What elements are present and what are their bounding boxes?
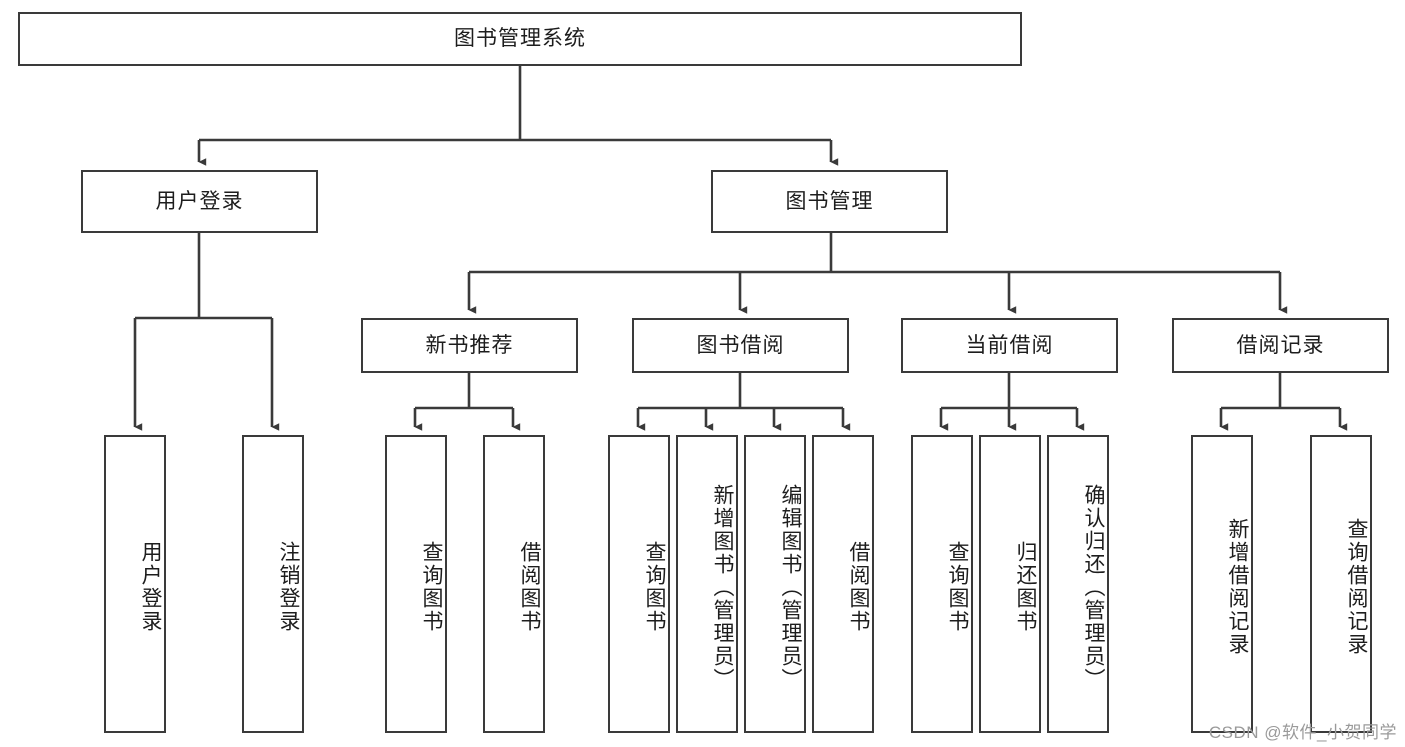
node-root-system[interactable]: 图书管理系统: [18, 12, 1022, 66]
node-book-borrow[interactable]: 图书借阅: [632, 318, 849, 373]
leaf-book-borrow-edit[interactable]: 编辑图书（管理员）: [744, 435, 806, 733]
leaf-current-borrow-confirm-return[interactable]: 确认归还（管理员）: [1047, 435, 1109, 733]
node-label: 用户登录: [155, 189, 244, 213]
node-label: 图书管理: [785, 189, 874, 213]
node-label: 新增借阅记录: [1226, 518, 1249, 656]
node-label: 查询图书: [643, 541, 666, 633]
node-label: 编辑图书（管理员）: [779, 483, 802, 691]
leaf-book-borrow-add[interactable]: 新增图书（管理员）: [676, 435, 738, 733]
node-label: 新书推荐: [425, 333, 514, 357]
node-label: 图书借阅: [696, 333, 785, 357]
leaf-book-borrow-borrow[interactable]: 借阅图书: [812, 435, 874, 733]
leaf-current-borrow-return[interactable]: 归还图书: [979, 435, 1041, 733]
node-label: 新增图书（管理员）: [711, 483, 734, 691]
leaf-new-book-borrow[interactable]: 借阅图书: [483, 435, 545, 733]
node-label: 归还图书: [1014, 541, 1037, 633]
node-label: 确认归还（管理员）: [1082, 483, 1105, 691]
node-label: 查询图书: [946, 541, 969, 633]
node-label: 注销登录: [277, 541, 300, 633]
node-label: 借阅图书: [518, 541, 541, 633]
node-current-borrow[interactable]: 当前借阅: [901, 318, 1118, 373]
node-label: 查询图书: [420, 541, 443, 633]
leaf-new-book-query[interactable]: 查询图书: [385, 435, 447, 733]
node-borrow-record[interactable]: 借阅记录: [1172, 318, 1389, 373]
node-label: 图书管理系统: [454, 27, 586, 51]
leaf-user-login-login[interactable]: 用户登录: [104, 435, 166, 733]
leaf-borrow-record-add[interactable]: 新增借阅记录: [1191, 435, 1253, 733]
leaf-borrow-record-query[interactable]: 查询借阅记录: [1310, 435, 1372, 733]
node-label: 借阅记录: [1236, 333, 1325, 357]
node-label: 借阅图书: [847, 541, 870, 633]
node-label: 查询借阅记录: [1345, 518, 1368, 656]
watermark-text: CSDN @软件_小贺同学: [1208, 723, 1397, 742]
node-new-book-recommend[interactable]: 新书推荐: [361, 318, 578, 373]
node-user-login[interactable]: 用户登录: [81, 170, 318, 233]
leaf-book-borrow-query[interactable]: 查询图书: [608, 435, 670, 733]
node-label: 当前借阅: [965, 333, 1054, 357]
leaf-user-login-logout[interactable]: 注销登录: [242, 435, 304, 733]
node-book-management[interactable]: 图书管理: [711, 170, 948, 233]
node-label: 用户登录: [139, 541, 162, 633]
leaf-current-borrow-query[interactable]: 查询图书: [911, 435, 973, 733]
